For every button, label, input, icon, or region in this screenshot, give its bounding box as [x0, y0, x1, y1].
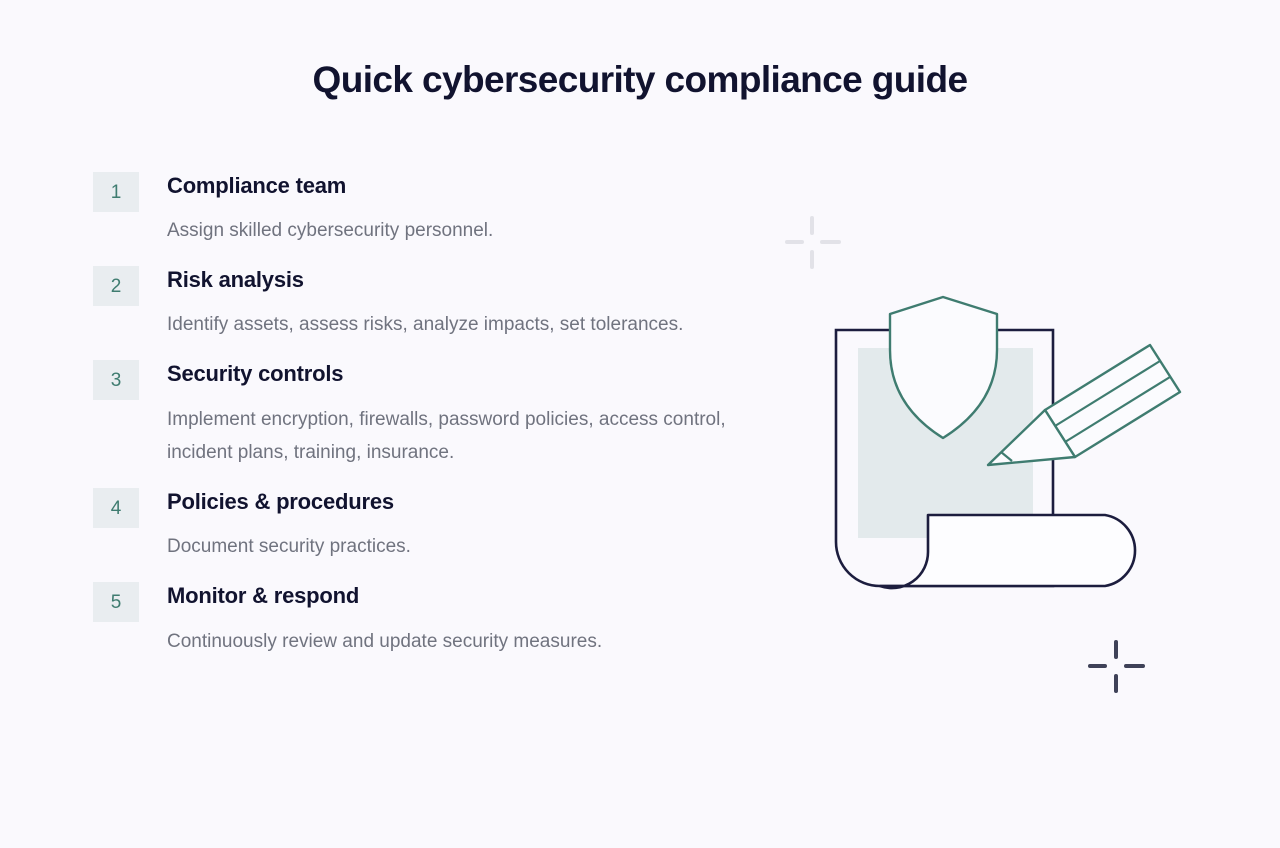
step-number-badge: 2 [93, 266, 139, 307]
step-item-1: 1 Compliance team Assign skilled cyberse… [93, 172, 753, 248]
step-content: Compliance team Assign skilled cybersecu… [139, 172, 753, 248]
page-title: Quick cybersecurity compliance guide [312, 59, 969, 100]
pencil-icon [986, 343, 1182, 467]
step-description: Assign skilled cybersecurity personnel. [167, 220, 494, 242]
step-item-3: 3 Security controls Implement encryption… [93, 360, 753, 470]
step-description: Continuously review and update security … [167, 630, 603, 652]
step-item-5: 5 Monitor & respond Continuously review … [93, 582, 753, 658]
step-number-badge: 3 [93, 360, 139, 401]
step-description: Document security practices. [167, 536, 411, 558]
step-title: Monitor & respond [167, 583, 360, 609]
step-content: Security controls Implement encryption, … [139, 360, 753, 470]
crosshair-mark-top-left [785, 216, 841, 269]
step-title: Risk analysis [167, 267, 304, 293]
step-content: Risk analysis Identify assets, assess ri… [139, 266, 753, 342]
step-title: Compliance team [167, 173, 347, 198]
page-curl [878, 513, 1137, 590]
step-title: Security controls [167, 361, 344, 387]
step-content: Monitor & respond Continuously review an… [139, 582, 753, 658]
step-title: Policies & procedures [167, 489, 394, 515]
step-description: Identify assets, assess risks, analyze i… [167, 314, 684, 336]
step-number-badge: 5 [93, 582, 139, 623]
step-item-2: 2 Risk analysis Identify assets, assess … [93, 266, 753, 342]
step-number-badge: 1 [93, 172, 139, 212]
step-content: Policies & procedures Document security … [139, 488, 753, 564]
steps-list: 1 Compliance team Assign skilled cyberse… [93, 172, 753, 658]
step-item-4: 4 Policies & procedures Document securit… [93, 488, 753, 564]
document-shield-pencil-illustration [760, 190, 1220, 750]
step-number-badge: 4 [93, 488, 139, 529]
step-description: Implement encryption, firewalls, passwor… [167, 408, 726, 464]
crosshair-mark-bottom-right [1088, 640, 1145, 693]
shield-icon [888, 295, 999, 440]
